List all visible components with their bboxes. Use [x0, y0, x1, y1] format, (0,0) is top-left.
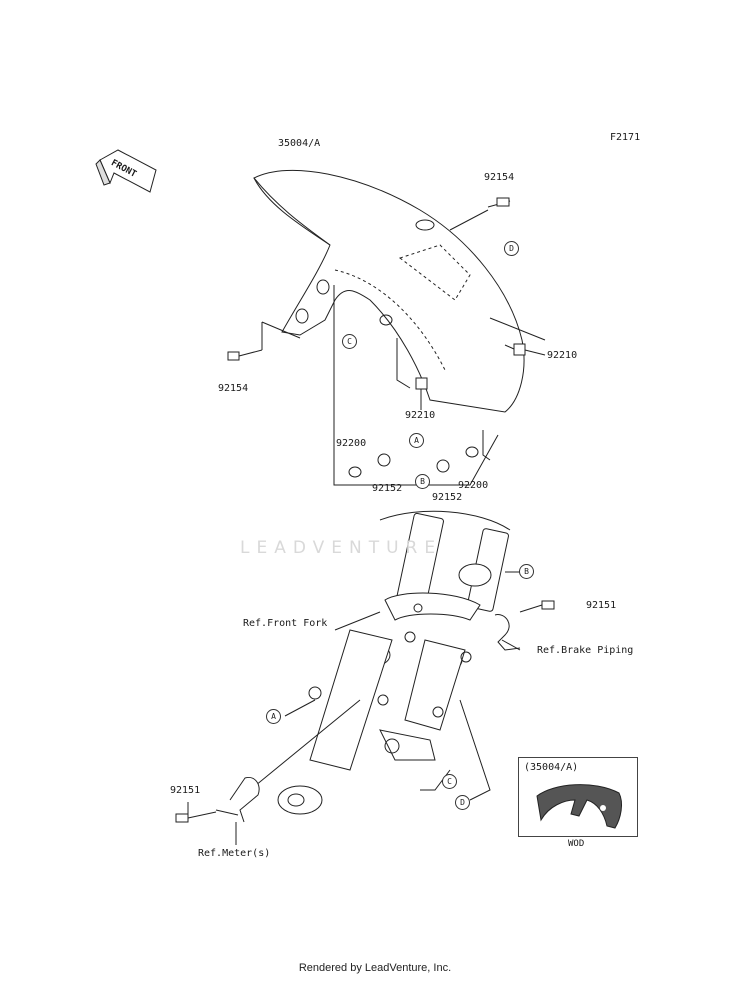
- part-label-collar-right[interactable]: 92152: [432, 492, 463, 503]
- collar-left-icon: [377, 453, 391, 467]
- figure-code: F2171: [610, 132, 641, 143]
- inset-caption: WOD: [568, 839, 585, 849]
- collar-right-icon: [436, 459, 450, 473]
- part-label-bolt-left[interactable]: 92154: [218, 383, 249, 394]
- callout-d-bottom: D: [455, 795, 470, 810]
- ref-brake-piping[interactable]: Ref.Brake Piping: [537, 645, 634, 656]
- part-label-bolt-top[interactable]: 92154: [484, 172, 515, 183]
- part-label-fender[interactable]: 35004/A: [278, 138, 321, 149]
- nut-right-icon: [489, 317, 546, 356]
- meter-bracket-icon: [175, 776, 260, 845]
- bolt-top-icon: [449, 197, 511, 231]
- ref-meter[interactable]: Ref.Meter(s): [198, 848, 271, 859]
- callout-b-top: B: [415, 474, 430, 489]
- bolt-left-icon: [227, 321, 301, 361]
- callout-c-top: C: [342, 334, 357, 349]
- watermark: LEADVENTURE: [240, 538, 443, 558]
- part-label-washer-left[interactable]: 92200: [336, 438, 367, 449]
- callout-a-top: A: [409, 433, 424, 448]
- front-fender-shape: [253, 169, 525, 413]
- washer-left-icon: [348, 466, 362, 478]
- callout-b-bottom: B: [519, 564, 534, 579]
- washer-right-icon: [465, 446, 479, 458]
- part-label-nut-center[interactable]: 92210: [405, 410, 436, 421]
- front-arrow-icon: [95, 149, 157, 193]
- part-label-washer-right[interactable]: 92200: [458, 480, 489, 491]
- inset-fender-icon: [536, 784, 623, 829]
- part-label-bolt-brake[interactable]: 92151: [586, 600, 617, 611]
- footer-credit: Rendered by LeadVenture, Inc.: [298, 962, 452, 974]
- ref-front-fork[interactable]: Ref.Front Fork: [243, 618, 328, 629]
- part-label-bolt-meter[interactable]: 92151: [170, 785, 201, 796]
- inset-variant-box: (35004/A) WOD: [518, 757, 638, 849]
- nut-center-icon: [415, 377, 428, 410]
- part-label-nut-right[interactable]: 92210: [547, 350, 578, 361]
- part-label-collar-left[interactable]: 92152: [372, 483, 403, 494]
- front-fork-shape: [277, 510, 511, 815]
- brake-clamp-icon: [494, 600, 555, 651]
- callout-d-top: D: [504, 241, 519, 256]
- inset-title: (35004/A): [524, 762, 579, 773]
- callout-c-bottom: C: [442, 774, 457, 789]
- callout-a-bottom: A: [266, 709, 281, 724]
